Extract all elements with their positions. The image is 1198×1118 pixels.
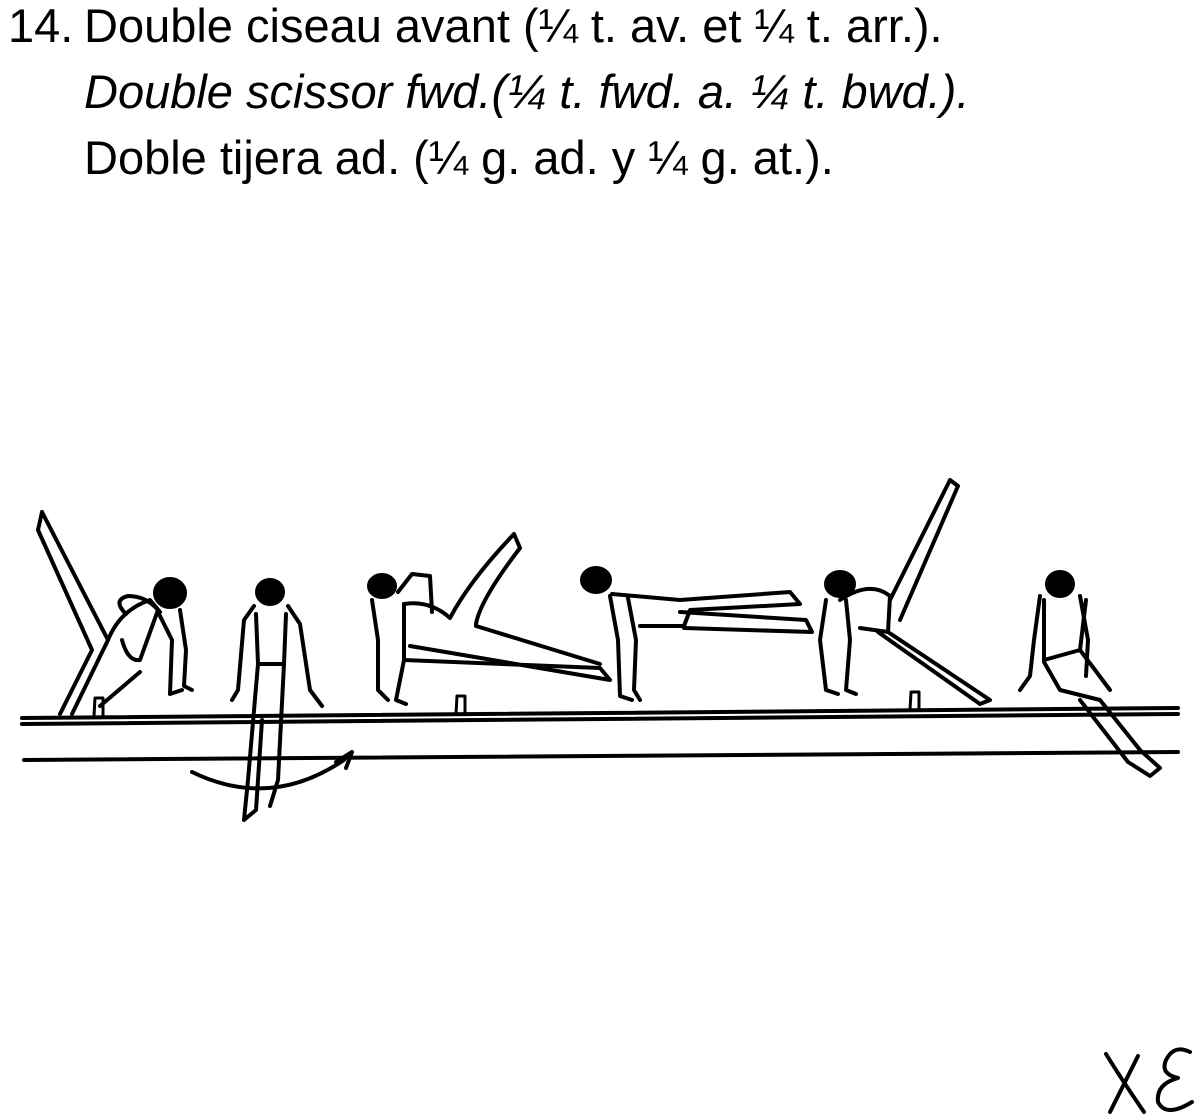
description-text-english: Double scissor fwd.(¼ t. fwd. a. ¼ t. bw…	[84, 66, 970, 118]
description-line-french: 14. Double ciseau avant (¼ t. av. et ¼ t…	[8, 0, 1188, 66]
element-description: 14. Double ciseau avant (¼ t. av. et ¼ t…	[8, 0, 1188, 198]
gymnast-figure-2	[192, 580, 352, 820]
pommel-horse-gymnast-sequence-icon	[0, 460, 1198, 840]
description-text-spanish: Doble tijera ad. (¼ g. ad. y ¼ g. at.).	[84, 132, 834, 184]
gymnast-figure-5	[820, 480, 990, 704]
gymnast-figure-1	[38, 512, 192, 714]
gymnast-figure-6	[1020, 572, 1160, 776]
pommel-horse	[22, 692, 1178, 760]
description-line-spanish: Doble tijera ad. (¼ g. ad. y ¼ g. at.).	[8, 132, 1188, 198]
gymnast-figure-4	[582, 568, 812, 700]
element-number: 14.	[8, 0, 73, 52]
gymnast-figure-3	[369, 534, 610, 704]
description-line-english: Double scissor fwd.(¼ t. fwd. a. ¼ t. bw…	[8, 66, 1188, 132]
description-text-french: Double ciseau avant (¼ t. av. et ¼ t. ar…	[84, 0, 943, 52]
handwritten-initials-icon	[1096, 1040, 1196, 1116]
